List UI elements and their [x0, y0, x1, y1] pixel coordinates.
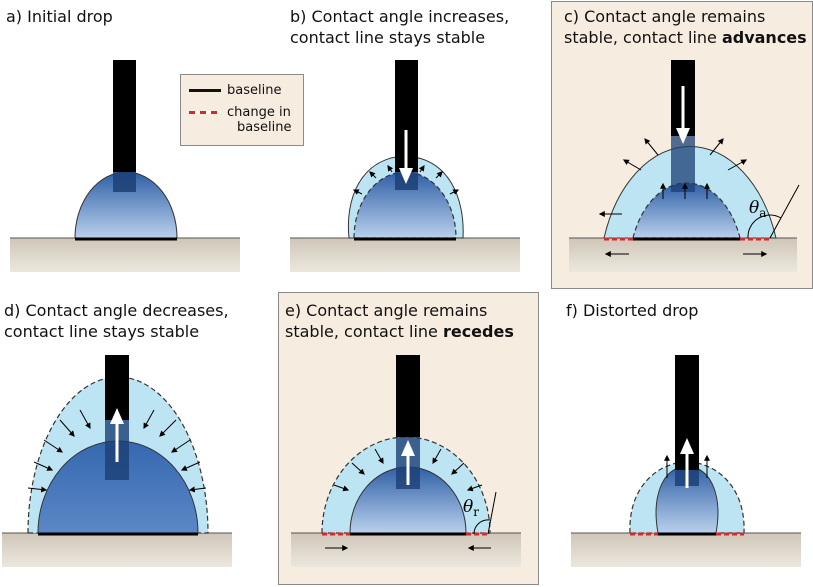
panel-b-caption: b) Contact angle increases,contact line … — [290, 7, 510, 47]
panel-a-needle — [113, 60, 136, 172]
panel-b-drop — [353, 171, 457, 239]
panel-b-expansion-arrows — [352, 165, 460, 195]
panel-c-tangent-line — [769, 184, 800, 239]
panel-e-pull-arrow — [401, 440, 415, 485]
panel-c-angle-arc — [747, 214, 782, 239]
panel-c-expansion-arrows — [598, 138, 768, 257]
panel-e-substrate — [291, 533, 521, 567]
legend-baseline-label: baseline — [227, 83, 282, 98]
panel-c-angle-label: θa — [749, 198, 766, 220]
panel-c-push-arrow — [676, 86, 690, 144]
panel-e-angle-arc — [473, 519, 491, 535]
panel-e-tangent-line — [487, 491, 497, 535]
panel-d-contraction-arrows — [27, 409, 207, 493]
panel-c-graphic: θa — [569, 60, 800, 272]
panel-d-graphic — [2, 355, 232, 567]
panel-d-substrate — [2, 533, 232, 567]
panel-f-graphic — [571, 355, 801, 567]
panel-d-caption: d) Contact angle decreases,contact line … — [4, 301, 229, 341]
panel-e-graphic: θr — [291, 355, 521, 567]
panel-a-graphic — [10, 60, 240, 272]
panel-c-substrate — [569, 238, 797, 272]
panel-f-side-arrows — [664, 454, 710, 478]
panel-e-needle — [396, 355, 420, 437]
panel-b-needle — [395, 60, 418, 172]
panel-b-substrate — [290, 238, 520, 272]
panel-b-graphic — [290, 60, 520, 272]
legend-change-swatch — [189, 111, 221, 114]
panel-f-caption: f) Distorted drop — [566, 301, 699, 320]
panel-d-pull-arrow — [110, 408, 124, 462]
panel-f-substrate — [571, 533, 801, 567]
panel-e-contraction-arrows — [325, 448, 491, 551]
panel-c-needle-lower — [671, 136, 695, 192]
panel-a-caption: a) Initial drop — [6, 7, 113, 26]
panel-a-needle-tip — [113, 172, 136, 192]
panel-e-angle-label: θr — [463, 497, 479, 519]
panel-f-pull-arrow — [680, 438, 694, 488]
panel-a-substrate — [10, 238, 240, 272]
panel-c-drop — [632, 182, 741, 239]
legend-baseline-swatch — [189, 89, 221, 92]
panel-b-push-arrow — [399, 130, 413, 184]
